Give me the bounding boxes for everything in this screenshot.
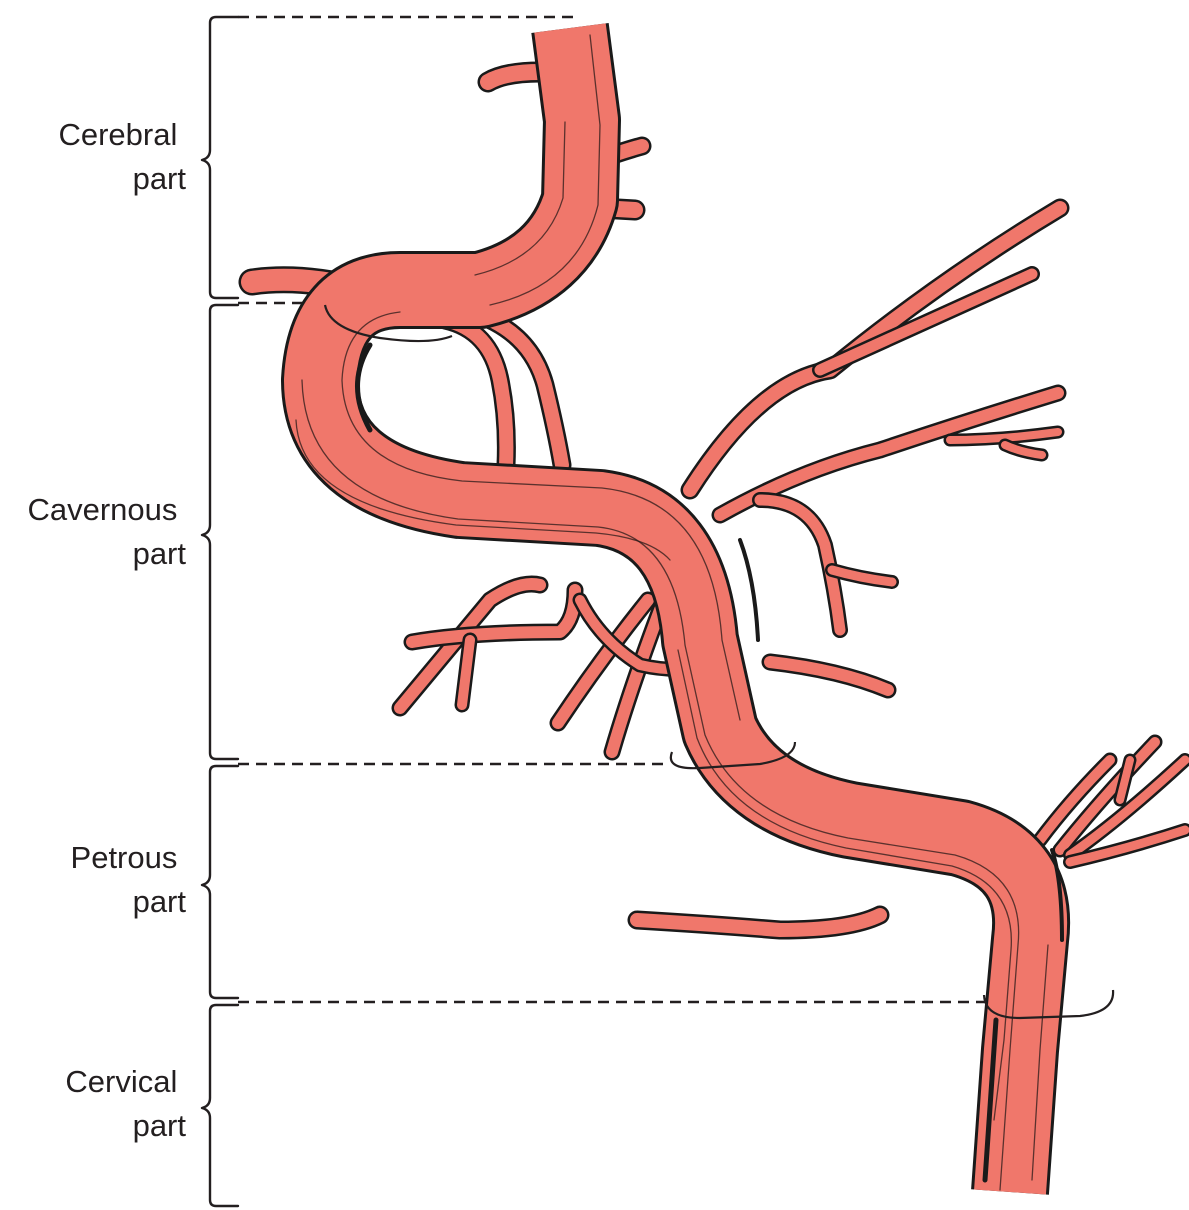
cerebral-part-label: Cerebral part <box>58 117 186 196</box>
trunk-shadow-cavernous <box>740 540 758 640</box>
segment-braces <box>202 17 238 1206</box>
cerebral-brace <box>202 17 238 298</box>
cavernous-part-label: Cavernous part <box>27 492 186 571</box>
cavernous-label-line-1: Cavernous <box>27 492 177 527</box>
cervical-branch-fork <box>1120 760 1130 800</box>
petrous-part-label: Petrous part <box>71 840 187 919</box>
cerebral-label-line-1: Cerebral <box>58 117 177 152</box>
petrous-brace <box>202 766 238 998</box>
cervical-brace <box>202 1005 238 1206</box>
cervical-label-line-2: part <box>133 1108 187 1143</box>
cerebral-label-line-2: part <box>133 161 187 196</box>
cervical-part-label: Cervical part <box>65 1064 186 1143</box>
segment-labels: Cerebral part Cavernous part Petrous par… <box>27 117 186 1143</box>
petrous-label-line-2: part <box>133 884 187 919</box>
cervical-label-line-1: Cervical <box>65 1064 177 1099</box>
artery-trunk <box>320 28 1031 1192</box>
cavernous-brace <box>202 305 238 759</box>
internal-carotid-artery <box>296 28 1062 1192</box>
petrous-label-line-1: Petrous <box>71 840 178 875</box>
cavernous-label-line-2: part <box>133 536 187 571</box>
